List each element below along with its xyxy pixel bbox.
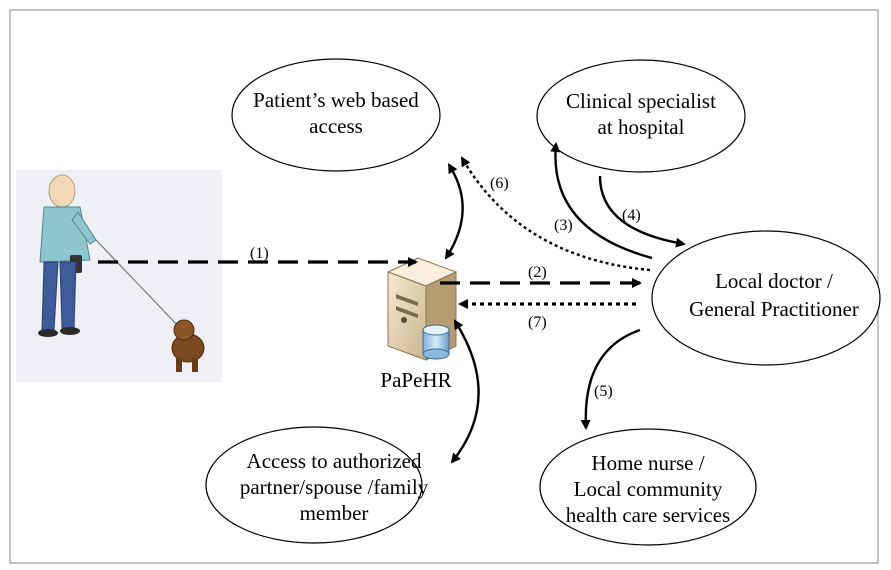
- node-label-line: member: [300, 501, 369, 525]
- node-home-nurse: Home nurse / Local community health care…: [539, 428, 757, 546]
- node-patient-web-access: Patient’s web based access: [231, 58, 441, 172]
- edge-2-label: (2): [528, 264, 547, 281]
- node-label-line: Clinical specialist: [566, 89, 716, 113]
- edge-3-arrow: [550, 142, 653, 260]
- edge-3-label: (3): [554, 217, 573, 234]
- edge-5-arrow: [580, 328, 641, 430]
- node-label-line: Access to authorized: [247, 449, 422, 473]
- edge-1-label: (1): [250, 245, 269, 262]
- node-family-access: Access to authorized partner/spouse /fam…: [205, 426, 429, 544]
- node-label-line: at hospital: [598, 115, 685, 139]
- node-label-line: Local doctor /: [715, 269, 833, 293]
- database-icon: [422, 324, 450, 360]
- edge-4-label: (4): [622, 207, 641, 224]
- server-label: PaPeHR: [380, 368, 451, 392]
- edge-5-label: (5): [594, 383, 613, 400]
- edge-web-server-arrow: [444, 163, 464, 260]
- edge-6-label: (6): [490, 175, 509, 192]
- node-general-practitioner: Local doctor / General Practitioner: [651, 230, 881, 366]
- patient-walking-dog-illustration: [16, 170, 222, 382]
- node-label-line: Home nurse /: [591, 451, 704, 475]
- node-label-line: access: [309, 114, 363, 138]
- node-label-line: Local community: [574, 477, 723, 501]
- edge-7-label: (7): [528, 314, 547, 331]
- node-label-line: health care services: [566, 503, 730, 527]
- edge-family-server-arrow: [450, 319, 480, 464]
- node-label-line: Patient’s web based: [253, 88, 419, 112]
- edge-4-arrow: [598, 175, 686, 248]
- node-label-line: partner/spouse /family: [240, 475, 429, 499]
- edge-6-arrow: [460, 156, 651, 272]
- node-label-line: General Practitioner: [689, 297, 859, 321]
- node-clinical-specialist: Clinical specialist at hospital: [536, 59, 746, 173]
